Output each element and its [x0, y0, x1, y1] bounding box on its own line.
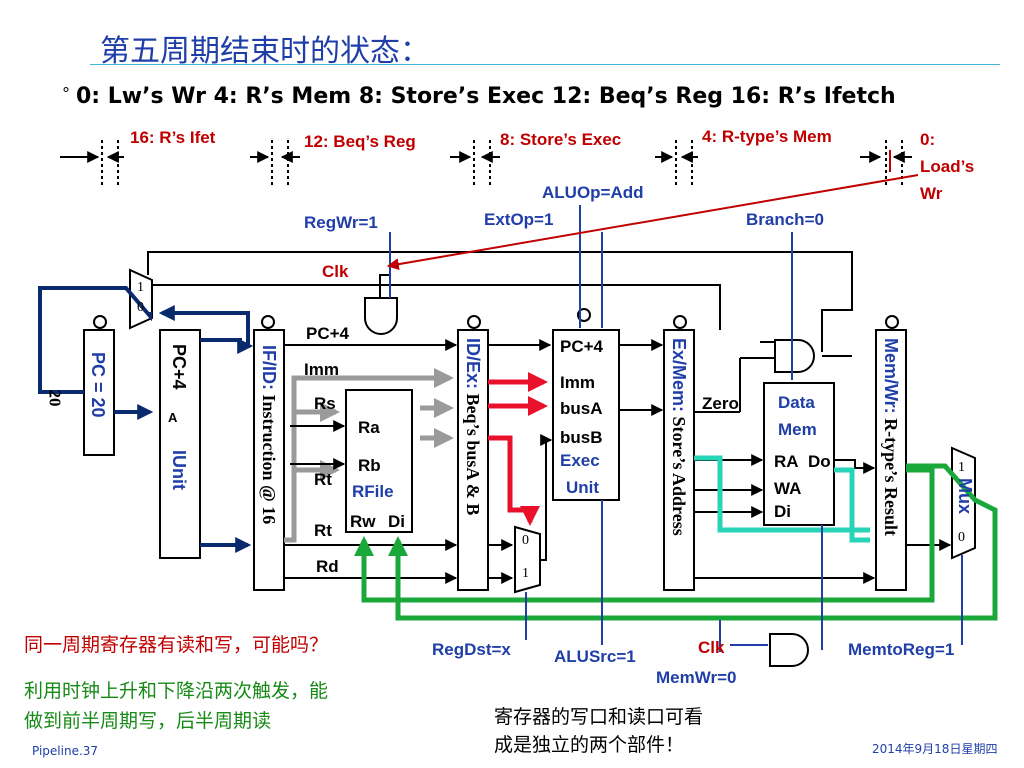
stage-16-label: 16: R’s Ifet — [130, 128, 216, 147]
writeback-wires — [354, 463, 998, 621]
dmem-ra: RA — [774, 452, 799, 471]
pc-loop — [38, 286, 254, 553]
slide-title: 第五周期结束时的状态： — [100, 34, 430, 69]
iunit-name: IUnit — [169, 450, 189, 490]
data-mem-box — [763, 382, 835, 526]
black-wires — [284, 339, 952, 584]
footer-slide-number: Pipeline.37 — [32, 744, 99, 758]
question-note: 同一周期寄存器有读和写，可能吗？ — [24, 634, 329, 656]
stage-0-label-line3: Wr — [920, 184, 943, 203]
and-gate-memwr — [769, 633, 809, 667]
memtoreg-label: MemtoReg=1 — [848, 640, 955, 659]
feedback-wires — [140, 251, 853, 359]
load-wr-pointer — [386, 174, 919, 271]
title-underline — [90, 64, 1000, 65]
pc-label: PC = 20 — [88, 352, 108, 418]
bullet-marker: ° — [62, 84, 70, 103]
exec-busa: busA — [560, 399, 603, 418]
mux-one: 1 — [958, 460, 965, 475]
iunit-box — [159, 329, 201, 559]
pc4-label: PC+4 — [306, 324, 349, 343]
exec-name1: Exec — [560, 451, 600, 470]
and-gate-branch — [774, 339, 815, 373]
regdst-label: RegDst=x — [432, 640, 511, 659]
rs-label: Rs — [314, 394, 336, 413]
exec-unit-box — [552, 329, 620, 501]
rt2-label: Rt — [314, 521, 332, 540]
pc-value: 20 — [45, 389, 65, 407]
regwr-label: RegWr=1 — [304, 213, 378, 232]
alusrc-mux — [514, 525, 541, 594]
alumux-zero: 0 — [522, 533, 529, 548]
register-note-line2: 成是独立的两个部件！ — [494, 734, 685, 756]
answer-note-line2: 做到前半周期写，后半周期读 — [24, 710, 272, 732]
exec-imm: Imm — [560, 373, 595, 392]
red-wires — [488, 372, 548, 526]
gray-wires — [284, 368, 454, 543]
rfile-ra: Ra — [358, 418, 380, 437]
dmem-do: Do — [808, 452, 831, 471]
exec-pc4: PC+4 — [560, 337, 603, 356]
alusrc-label: ALUSrc=1 — [554, 647, 636, 666]
clk-top-label: Clk — [322, 262, 349, 281]
rt1-label: Rt — [314, 470, 332, 489]
zero-label: Zero — [702, 394, 739, 413]
rfile-rb: Rb — [358, 456, 381, 475]
dmem-di: Di — [774, 502, 791, 521]
rfile-box — [345, 389, 413, 533]
imm-label: Imm — [304, 360, 339, 379]
iunit-pc4: PC+4 — [169, 344, 189, 390]
dmem-title2: Mem — [778, 420, 817, 439]
bullet-line: ° 0: Lw’s Wr 4: R’s Mem 8: Store’s Exec 1… — [62, 84, 896, 109]
result-mux — [951, 446, 976, 560]
memwr-label: MemWr=0 — [656, 668, 737, 687]
rfile-rw: Rw — [350, 512, 376, 531]
mux-label: Mux — [955, 478, 975, 514]
exec-name2: Unit — [566, 478, 600, 497]
extop-label: ExtOp=1 — [484, 210, 554, 229]
branch-label: Branch=0 — [746, 210, 824, 229]
memwr-register — [875, 329, 907, 591]
stage-0-label-line2: Load’s — [920, 157, 975, 176]
idex-register — [457, 329, 489, 591]
pcmux-zero: 0 — [137, 300, 144, 315]
register-note-line1: 寄存器的写口和读口可看 — [494, 706, 704, 728]
cyan-wires — [694, 455, 870, 543]
bullet-text: 0: Lw’s Wr 4: R’s Mem 8: Store’s Exec 12… — [76, 84, 896, 109]
rd-label: Rd — [316, 557, 339, 576]
and-gate-top — [364, 297, 398, 335]
clk-bottom-label: Clk — [698, 638, 725, 657]
exmem-label: Ex/Mem: Store’s Address — [669, 338, 689, 536]
rfile-name: RFile — [352, 482, 394, 501]
pcmux-one: 1 — [137, 280, 144, 295]
aluop-label: ALUOp=Add — [542, 183, 644, 202]
alumux-one: 1 — [522, 566, 529, 581]
footer-date: 2014年9月18日星期四 — [872, 742, 998, 756]
ifid-label: IF/ID: Instruction @ 16 — [259, 345, 279, 525]
stage-8-label: 8: Store’s Exec — [500, 130, 622, 149]
stage-4-label: 4: R-type’s Mem — [702, 127, 832, 146]
rfile-di: Di — [388, 512, 405, 531]
stage-0-label-line1: 0: — [920, 130, 936, 149]
idex-label: ID/Ex: Beq’s busA & B — [463, 338, 483, 516]
iunit-a: A — [168, 410, 178, 425]
mux-zero: 0 — [958, 530, 965, 545]
answer-note-line1: 利用时钟上升和下降沿两次触发，能 — [24, 680, 329, 702]
stage-12-label: 12: Beq’s Reg — [304, 132, 416, 151]
dmem-wa: WA — [774, 479, 802, 498]
exec-busb: busB — [560, 428, 603, 447]
dmem-title1: Data — [778, 393, 815, 412]
memwr-reg-label: Mem/Wr: R-type’s Result — [881, 338, 901, 537]
ifid-register — [253, 329, 285, 591]
